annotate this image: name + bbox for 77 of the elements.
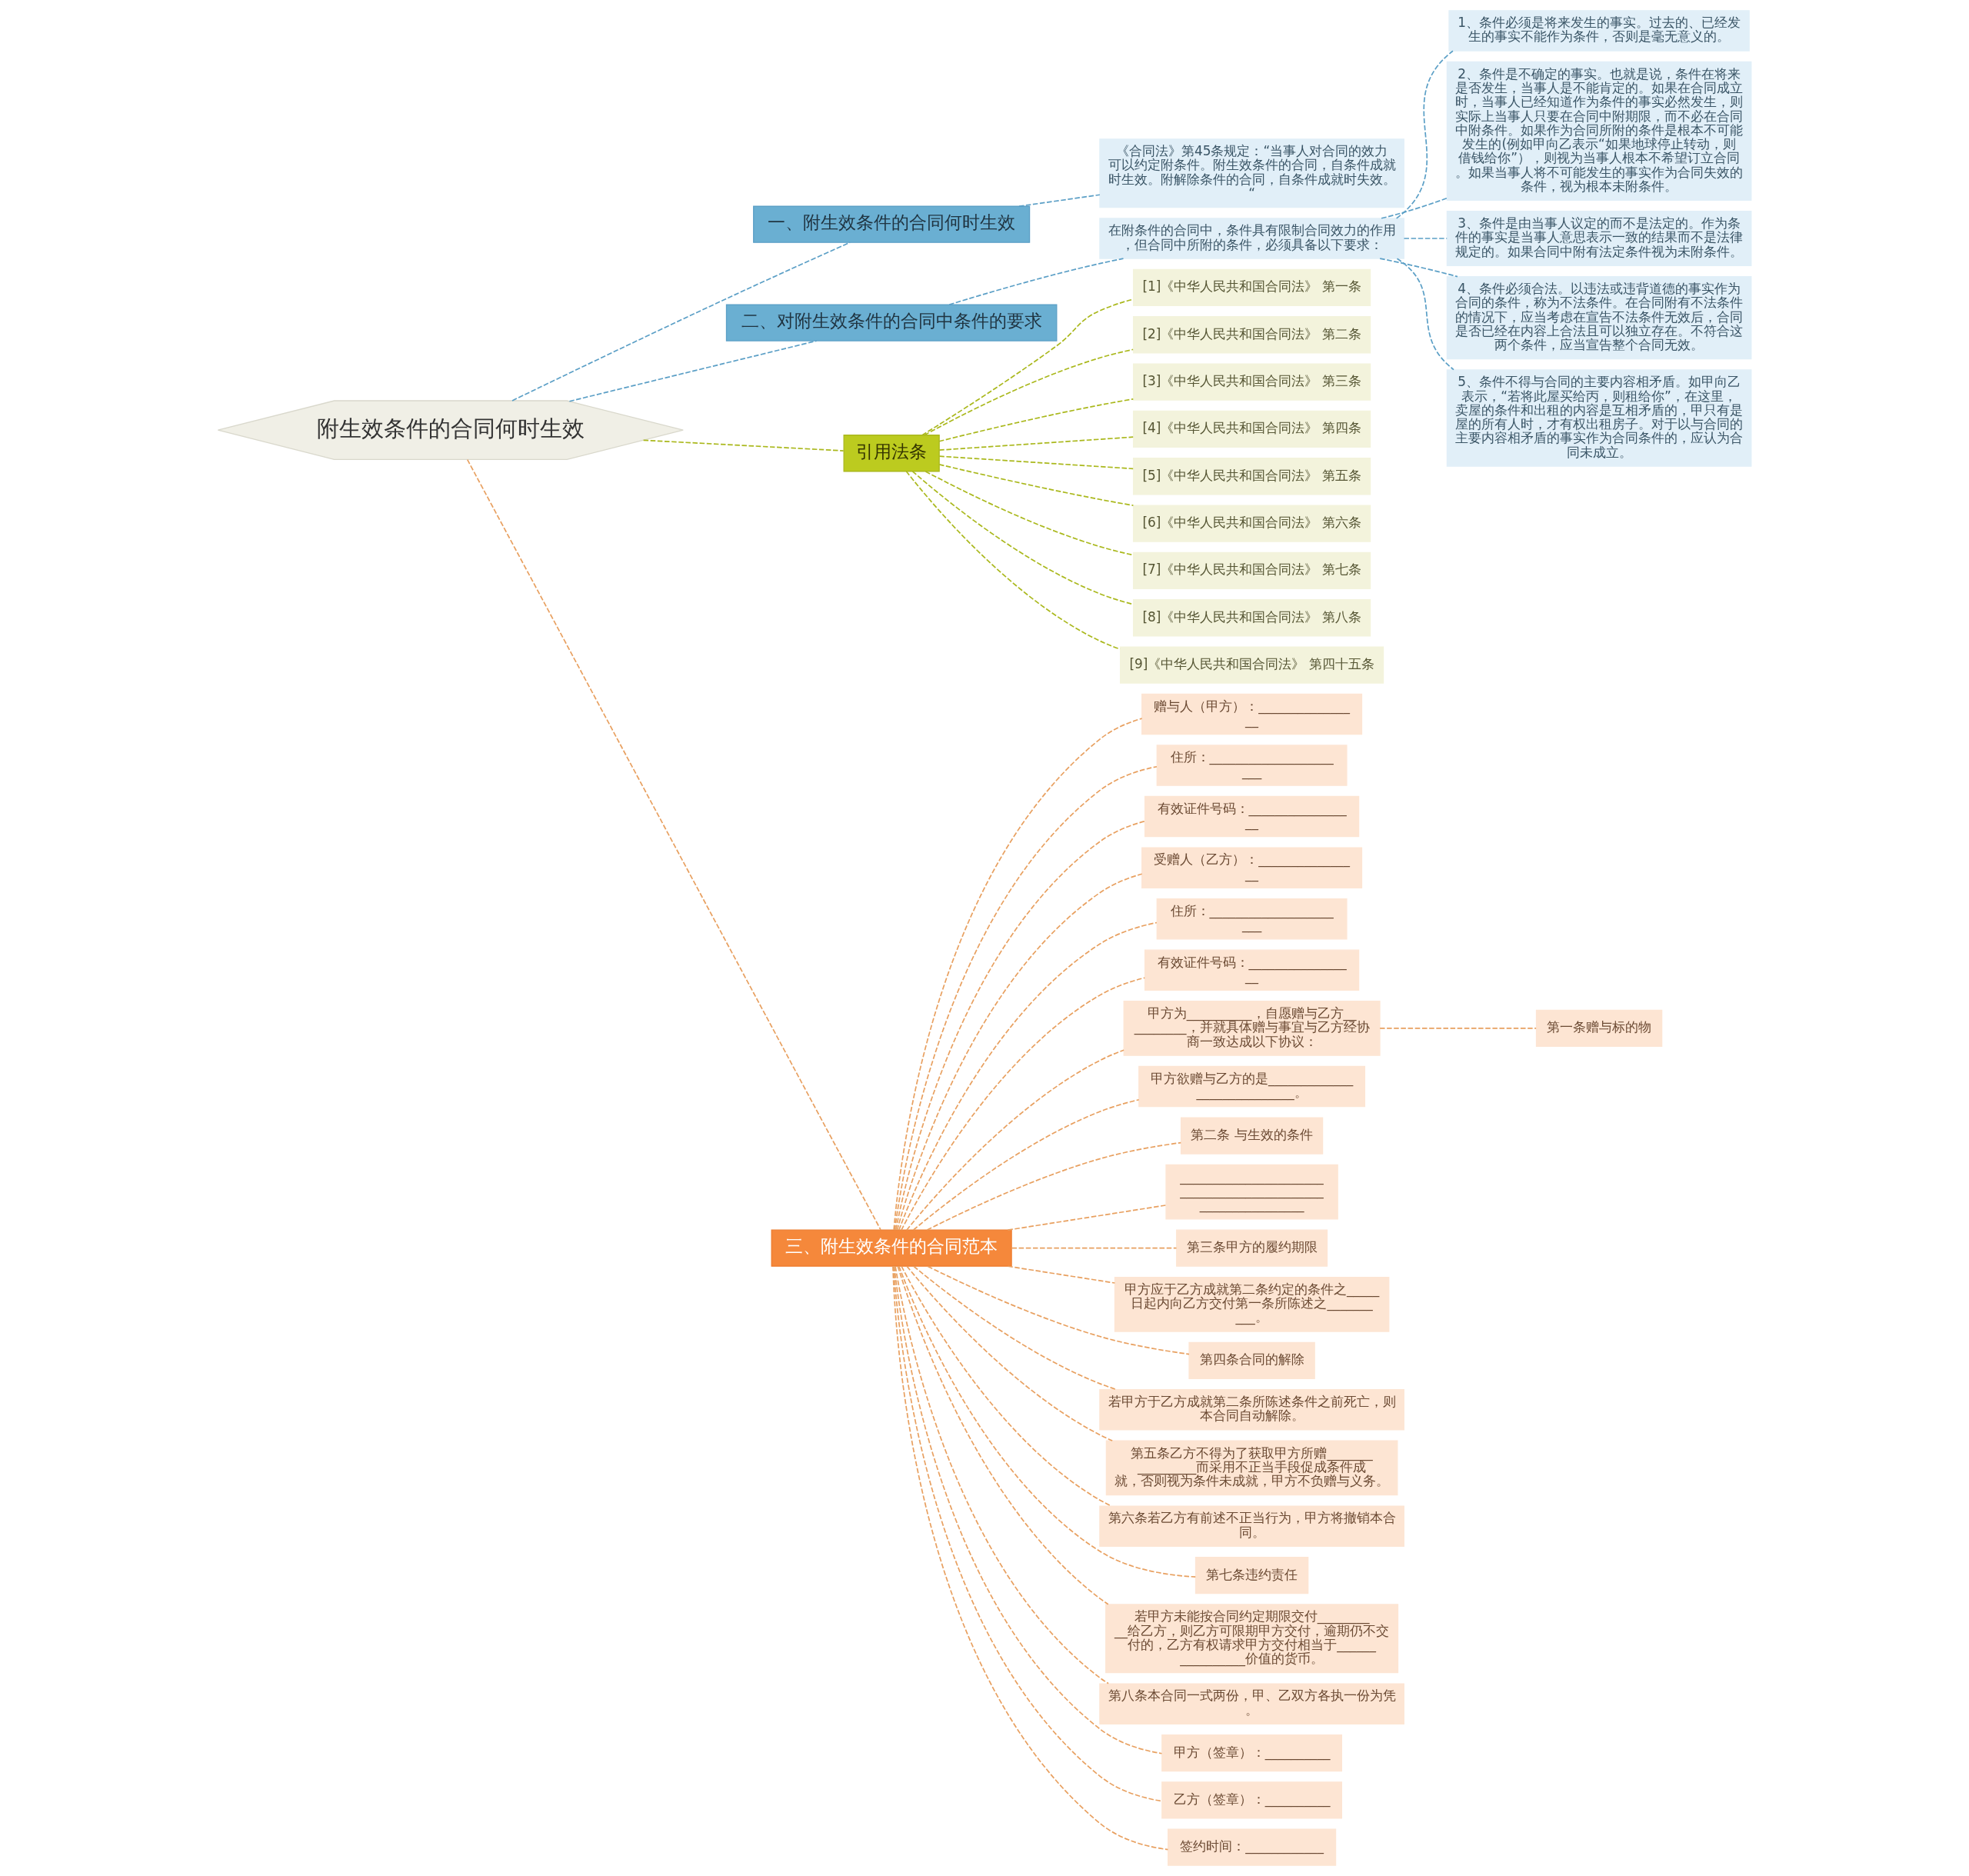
node-box: [5]《中华人民共和国合同法》 第五条 [1133,458,1371,495]
node-box: 三、附生效条件的合同范本 [771,1229,1012,1267]
node-box: 第七条违约责任 [1194,1556,1309,1594]
connector [906,1049,1124,1231]
connector [897,1265,1109,1605]
connector [1379,1028,1537,1029]
node-box: 引用法条 [843,435,940,472]
connector [938,455,1134,470]
node-box: 受赠人（乙方）：________________ [1141,847,1363,888]
node-box: 第三条甲方的履约期限 [1176,1229,1328,1267]
node-box: 住所：______________________ [1156,745,1348,786]
node-box: [9]《中华人民共和国合同法》 第四十五条 [1120,646,1384,684]
connector [926,1141,1182,1231]
connector [913,1265,1118,1391]
node-box: 第一条赠与标的物 [1535,1009,1663,1048]
connector [1007,1205,1167,1231]
connector [925,471,1134,556]
connector [924,348,1134,436]
node-box: 1、条件必须是将来发生的事实。过去的、已经发生的事实不能作为条件，否则是毫无意义的。 [1448,10,1750,52]
node-box: 二、对附生效条件的合同中条件的要求 [725,304,1058,342]
connector [568,340,818,402]
node-box: 乙方（签章）：__________ [1161,1781,1343,1819]
connector [1007,1265,1116,1284]
node-box: [6]《中华人民共和国合同法》 第六条 [1133,505,1371,542]
node-box: 在附条件的合同中，条件具有限制合同效力的作用，但合同中所附的条件，必须具备以下要求： [1099,218,1404,259]
node-box: 4、条件必须合法。以违法或违背道德的事实作为合同的条件，称为不法条件。在合同附有不法条件的情况下，应当考虑在宣告不法条件无效后，合同是否已经在内容上合法且可以独立存在。不符合这两个条件，应当宣告整个合同无效。 [1446,275,1752,360]
node-box: 第八条本合同一式两份，甲、乙双方各执一份为凭。 [1099,1683,1404,1724]
node-box: 第二条 与生效的条件 [1180,1117,1324,1155]
connector [1396,258,1454,371]
connector [511,242,851,402]
connector [1379,258,1458,278]
connector [1011,1247,1178,1249]
node-box: 甲方欲赠与乙方的是____________________________。 [1138,1065,1366,1108]
node-box: 甲方（签章）：__________ [1161,1734,1343,1772]
node-box: 住所：______________________ [1156,898,1348,940]
node-box: 第六条若乙方有前述不正当行为，甲方将撤销本合同。 [1099,1505,1404,1547]
connector [642,439,845,452]
connector [1018,194,1101,208]
connector [938,464,1134,506]
connector [901,977,1146,1231]
node-box: [4]《中华人民共和国合同法》 第四条 [1133,410,1371,448]
node-box: [7]《中华人民共和国合同法》 第七条 [1133,551,1371,590]
connector [912,1098,1140,1231]
connector [898,1265,1197,1578]
node-box: 有效证件号码：_________________ [1144,949,1360,991]
node-box: 有效证件号码：_________________ [1144,795,1360,838]
connector [1403,238,1448,239]
connector [895,1265,1109,1684]
node-box: 一、附生效条件的合同何时生效 [753,205,1031,243]
connector [898,921,1158,1231]
connector [906,1265,1114,1441]
node-box: 甲方为__________，自愿赠与乙方__________，并就具体赠与事宜与乙方经协商一致达成以下协议： [1123,1001,1381,1056]
node-box: 甲方应于乙方成就第二条约定的条件之_____日起内向乙方交付第一条所陈述之__________。 [1114,1276,1390,1332]
node-box: 赠与人（甲方）：________________ [1141,693,1363,735]
node-box: 签约时间：____________ [1168,1828,1337,1866]
node-box: [3]《中华人民共和国合同法》 第三条 [1133,363,1371,401]
connector [938,398,1134,442]
node-box: [2]《中华人民共和国合同法》 第二条 [1133,316,1371,354]
connector [948,258,1124,305]
node-box: 2、条件是不确定的事实。也就是说，条件在将来是否发生，当事人是不能肯定的。如果在合同成立时，当事人已经知道作为条件的事实必然发生，则实际上当事人只要在合同中附期限，而不必在合同中附条件。如果作为合同所附的条件是根本不可能发生的(例如甲向乙表示“如果地球停止转动，则借钱给你”），则视为当事人根本不希望订立合同。如果当事人将不可能发生的事实作为合同失效的条件，视为根本未附条件。 [1446,61,1752,202]
connector [938,436,1134,451]
node-box: 第五条乙方不得为了获取甲方所赠________________而采用不正当手段促成条件成就，否则视为条件未成就，甲方不负赠与义务。 [1105,1440,1398,1496]
connector [927,1265,1190,1355]
node-box: 《合同法》第45条规定：“当事人对合同的效力可以约定附条件。附生效条件的合同，自条件成就时生效。附解除条件的合同，自条件成就时失效。“ [1099,138,1404,208]
node-box: 若甲方未能按合同约定期限交付__________给乙方，则乙方可限期甲方交付，逾期仍不交付的，乙方有权请求甲方交付相当于________________价值的货币。 [1105,1604,1399,1674]
node-box: 若甲方于乙方成就第二条所陈述条件之前死亡，则本合同自动解除。 [1099,1389,1404,1431]
connector [921,298,1134,436]
node-box: 第四条合同的解除 [1188,1341,1315,1379]
connector [901,1265,1112,1507]
node-box: 3、条件是由当事人议定的而不是法定的。作为条件的事实是当事人意思表示一致的结果而不是法律规定的。如果合同中附有法定条件视为未附条件。 [1446,211,1752,266]
connector [1381,197,1448,219]
connector [1395,50,1454,219]
connector [466,458,881,1231]
node-box: [1]《中华人民共和国合同法》 第一条 [1133,268,1371,307]
node-box: 5、条件不得与合同的主要内容相矛盾。如甲向乙表示，“若将此屋买给丙，则租给你”，在这里，卖屋的条件和出租的内容是互相矛盾的，甲只有是屋的所有人时，才有权出租房子。对于以与合同的主要内容相矛盾的事实作为合同条件的，应认为合同未成立。 [1446,369,1752,467]
node-box: [8]《中华人民共和国合同法》 第八条 [1133,599,1371,637]
node-box: ____________________________________________________________ [1165,1164,1338,1220]
